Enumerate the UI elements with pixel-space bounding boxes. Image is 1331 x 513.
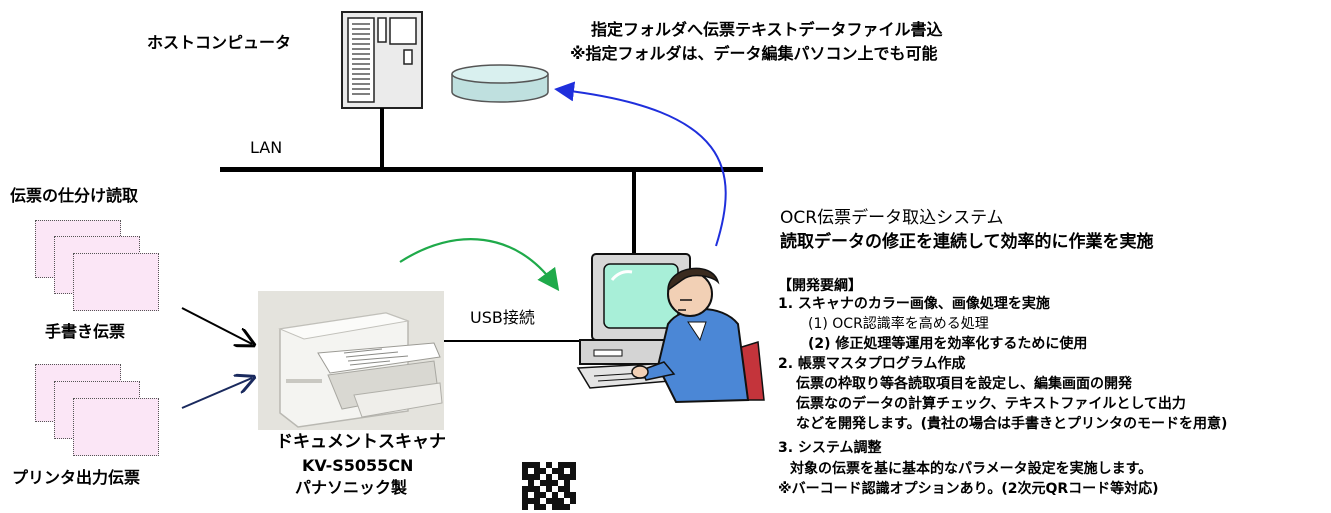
lan-backbone-line (220, 167, 763, 172)
outline-line-4: 2. 帳票マスタプログラム作成 (778, 356, 966, 372)
system-title: OCR伝票データ取込システム (780, 208, 1004, 228)
outline-line-9: 対象の伝票を基に基本的なパラメータ設定を実施します。 (790, 461, 1153, 477)
slip-to-scanner-arrows (181, 307, 270, 409)
scanner-to-pc-arrow (399, 238, 560, 292)
outline-line-5: 伝票の枠取り等各読取項目を設定し、編集画面の開発 (796, 376, 1132, 392)
printer-slip-label: プリンタ出力伝票 (12, 468, 141, 487)
folder-caption-line1: 指定フォルダへ伝票テキストデータファイル書込 (591, 20, 943, 39)
printer-slip-front (73, 398, 159, 456)
usb-cable-line (444, 340, 579, 342)
outline-heading: 【開発要綱】 (778, 278, 862, 294)
handwritten-slip-label: 手書き伝票 (45, 322, 126, 341)
outline-line-10: ※バーコード認識オプションあり。(2次元QRコード等対応) (778, 481, 1159, 497)
outline-line-7: などを開発します。(貴社の場合は手書きとプリンタのモードを用意) (796, 416, 1228, 432)
host-drop-line (380, 108, 384, 170)
host-computer-label: ホストコンピュータ (147, 33, 292, 52)
handwritten-slip-front (73, 253, 159, 311)
scanner-maker: パナソニック製 (295, 478, 408, 497)
folder-caption-line2: ※指定フォルダは、データ編集パソコン上でも可能 (570, 44, 938, 63)
scanner-model: KV-S5055CN (302, 456, 414, 475)
host-computer-icon (341, 11, 423, 109)
upload-arrow (554, 81, 727, 247)
lan-label: LAN (250, 138, 283, 157)
outline-line-6: 伝票なのデータの計算チェック、テキストファイルとして出力 (796, 396, 1186, 412)
outline-line-3: (2) 修正処理等運用を効率化するために使用 (808, 336, 1088, 352)
storage-disk-icon (451, 64, 549, 103)
scanner-name: ドキュメントスキャナ (276, 432, 446, 452)
system-subtitle: 読取データの修正を連続して効率的に作業を実施 (780, 232, 1154, 252)
qr-code-icon (522, 462, 576, 513)
pc-drop-line (632, 170, 636, 256)
usb-connection-label: USB接続 (470, 308, 535, 327)
outline-line-2: (1) OCR認識率を高める処理 (808, 316, 989, 332)
outline-line-1: 1. スキャナのカラー画像、画像処理を実施 (778, 296, 1050, 312)
scanner-photo (258, 291, 444, 430)
outline-line-8: 3. システム調整 (778, 440, 882, 456)
slip-section-title: 伝票の仕分け読取 (10, 186, 139, 205)
pc-operator-illustration (576, 253, 765, 404)
